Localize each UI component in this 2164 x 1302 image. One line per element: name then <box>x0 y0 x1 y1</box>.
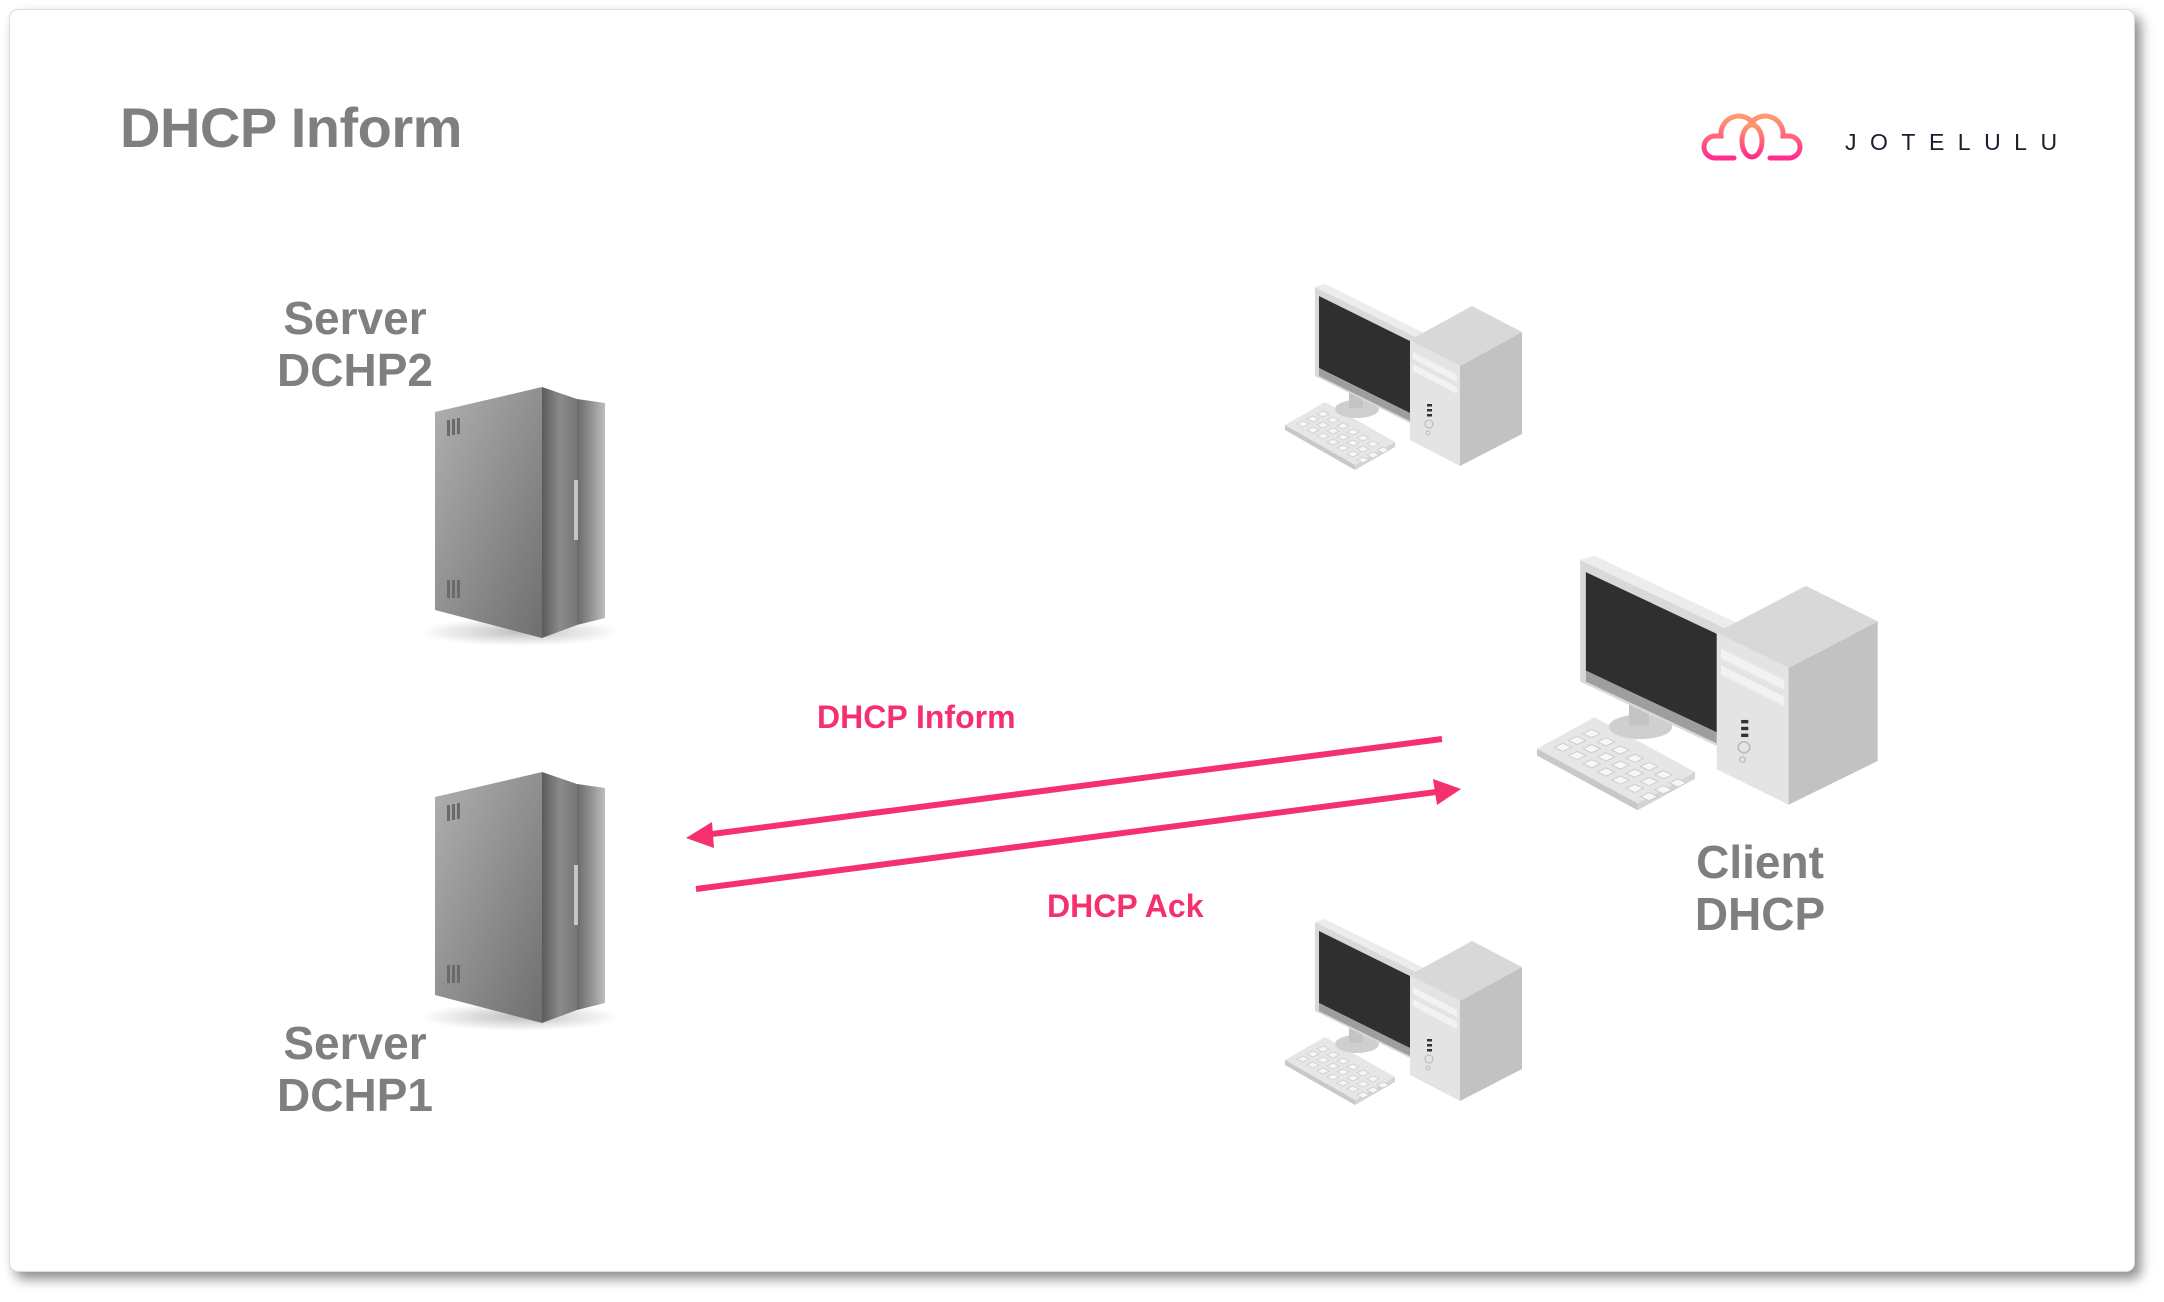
keyboard-keys <box>1553 728 1688 802</box>
brand-name: JOTELULU <box>1845 129 2071 155</box>
arrowhead-left <box>686 822 714 848</box>
server1-label-line1: Server <box>283 1017 427 1069</box>
server1-label-line2: DCHP1 <box>277 1069 433 1121</box>
server2-label-line1: Server <box>283 292 427 344</box>
keyboard-keys <box>1296 1045 1390 1099</box>
server2-label-line2: DCHP2 <box>277 344 433 396</box>
server-icon <box>420 387 620 646</box>
desktop-computer-icon <box>1284 918 1523 1106</box>
arrowhead-right <box>1433 779 1461 805</box>
message-label-ack: DHCP Ack <box>1047 888 1204 924</box>
keyboard-keys <box>1296 410 1390 464</box>
client-label-line2: DHCP <box>1694 888 1826 940</box>
arrow-line <box>695 789 1437 892</box>
server-icon <box>420 772 620 1031</box>
message-label-inform: DHCP Inform <box>817 699 1016 735</box>
server1-label: Server DCHP1 <box>255 1017 455 1121</box>
client-label-line1: Client <box>1696 836 1824 888</box>
arrow-dhcp-inform <box>686 736 1443 848</box>
cloud-icon <box>1701 113 1803 161</box>
client-label: Client DHCP <box>1660 836 1860 940</box>
page-title: DHCP Inform <box>120 96 462 159</box>
arrow-dhcp-ack <box>695 779 1461 892</box>
desktop-computer-icon <box>1284 283 1523 471</box>
arrow-line <box>711 736 1443 837</box>
server2-label: Server DCHP2 <box>255 292 455 396</box>
desktop-computer-icon <box>1536 554 1879 812</box>
